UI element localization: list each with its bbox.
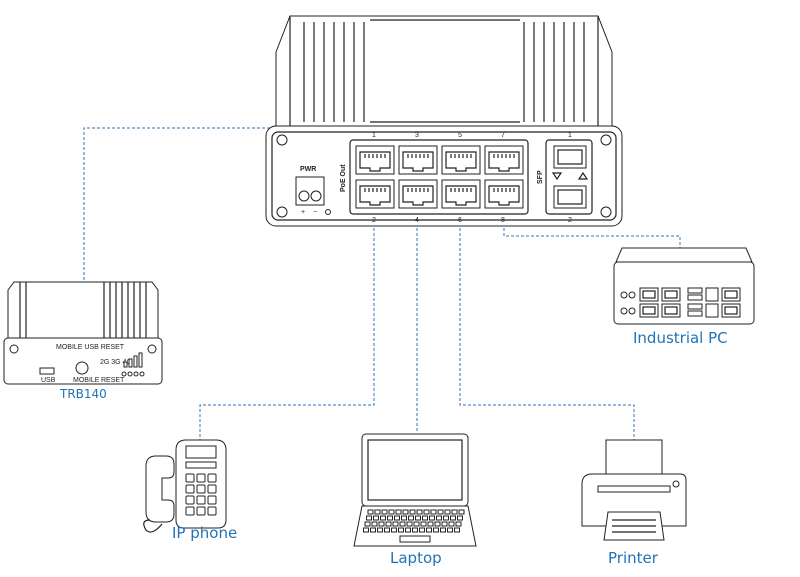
phone-key [207,484,217,494]
usb-port-icon [687,294,703,301]
screw-icon [600,134,612,146]
usb-port-icon [687,303,703,310]
phone-key [207,473,217,483]
phone-key [185,506,195,516]
mobile-label: MOBILE [73,377,100,384]
phone-key [196,495,206,505]
port-number: 4 [415,217,419,224]
signal-bars-icon [123,352,143,368]
link-switch-ipphone [199,218,375,440]
phone-key [196,506,206,516]
printer-label: Printer [608,549,659,567]
trb140-panel-text: MOBILE USB RESET [56,344,125,351]
phone-key [207,495,217,505]
status-leds [121,371,145,377]
screw-icon [147,344,157,354]
phone-key [185,495,195,505]
laptop-label: Laptop [390,549,442,567]
ethernet-port-icon [355,145,395,175]
sfp-label: SFP [537,170,544,184]
sfp-slot-2 [553,185,587,209]
phone-key [207,506,217,516]
power-connector [295,176,325,206]
industrial-pc-label: Industrial PC [633,329,728,347]
ethernet-port-icon [355,179,395,209]
phone-key [185,484,195,494]
ethernet-port-icon [484,179,524,209]
laptop-device: Laptop [353,433,477,567]
port-number: 8 [501,217,505,224]
link-switch-industrial-pc [503,218,681,248]
mobile-connector-icon [75,361,89,375]
laptop-keyboard [363,509,465,533]
ethernet-port-icon [398,179,438,209]
screw-icon [600,206,612,218]
sfp-slot-1 [553,145,587,169]
ethernet-port-grid [355,145,524,209]
heatsink-fins-left [303,22,365,122]
sfp-arrow-up-icon [577,171,589,180]
printer-device: Printer [581,439,687,567]
port-number: 1 [372,132,376,139]
switch-front-panel [265,125,623,227]
phone-key [185,473,195,483]
port-number: 5 [458,132,462,139]
port-icon [705,287,719,302]
usb-port-icon [39,367,55,375]
laptop-screen [361,433,469,507]
heatsink-fins-right [523,22,585,122]
usb-port-icon [687,287,703,294]
port-numbers-top: 1 3 5 7 [372,132,505,139]
signal-label: 2G 3G 4G [100,359,132,366]
link-switch-printer [459,218,635,440]
industrial-pc-ports [639,287,741,318]
sfp-number-top: 1 [568,132,572,139]
ethernet-port-icon [441,179,481,209]
screw-icon [9,344,19,354]
usb-label: USB [41,377,56,384]
ip-phone-device: IP phone [143,439,237,542]
port-icon [705,303,719,318]
touchpad-icon [399,535,431,543]
trb140-device: MOBILE USB RESET USB MOBILE 2G 3G 4G RES… [3,281,163,401]
pwr-plus: + [301,209,305,216]
sfp-number-bottom: 2 [568,217,572,224]
port-number: 3 [415,132,419,139]
ethernet-port-icon [441,145,481,175]
port-number: 7 [501,132,505,139]
reset-label: RESET [101,377,125,384]
ip-phone-label: IP phone [172,524,237,542]
handset-icon [145,455,175,523]
ethernet-port-icon [398,145,438,175]
poe-out-label: PoE Out [340,164,347,192]
switch-device: PWR + − PoE Out 1 3 5 7 2 4 6 8 SFP [265,15,623,227]
phone-keypad [185,473,217,516]
pwr-minus: − [313,209,317,216]
phone-key [196,484,206,494]
phone-key [196,473,206,483]
printer-slot [597,485,671,493]
port-number: 2 [372,217,376,224]
printer-button-icon [672,480,680,488]
phone-display [185,445,217,459]
screw-icon [276,134,288,146]
sfp-arrow-down-icon [551,172,563,181]
screw-icon [276,206,288,218]
pwr-label: PWR [300,166,316,173]
usb-port-icon [687,310,703,317]
port-numbers-bottom: 2 4 6 8 [372,217,505,224]
trb140-label: TRB140 [59,387,107,401]
ethernet-port-icon [484,145,524,175]
led-icon [325,209,331,215]
industrial-pc-device: Industrial PC [613,247,755,347]
port-number: 6 [458,217,462,224]
